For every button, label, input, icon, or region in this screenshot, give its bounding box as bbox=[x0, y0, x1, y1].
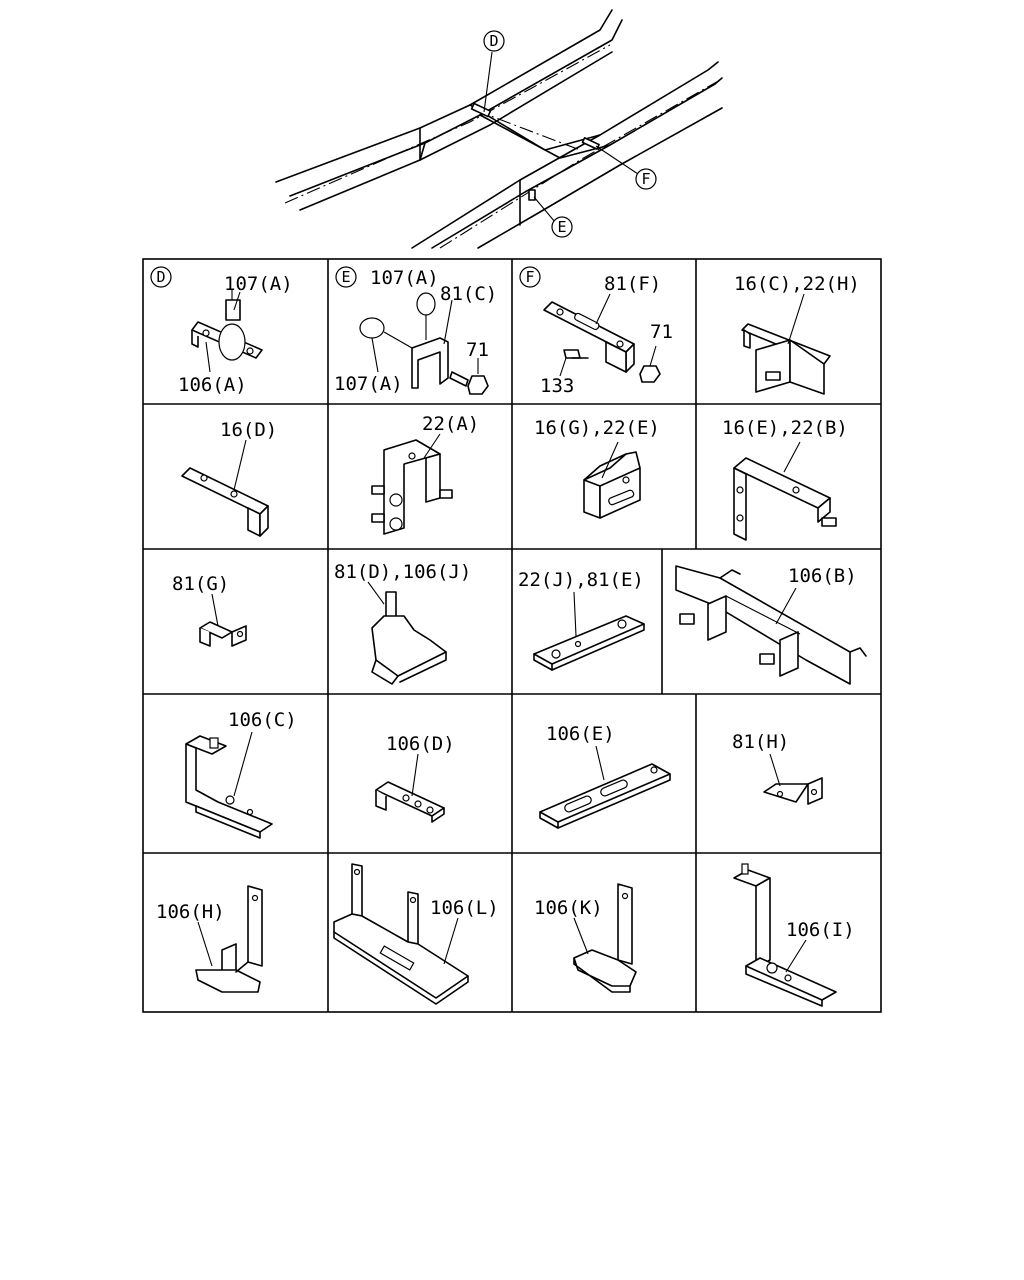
chassis-frame-overview bbox=[275, 9, 723, 249]
cell-e: E 107(A) 81(C) 71 107(A) bbox=[334, 266, 497, 395]
overview-callout-e: E bbox=[551, 216, 573, 238]
cell-106i: 106(I) bbox=[733, 863, 855, 1007]
plate-106e bbox=[539, 763, 671, 829]
cell-106h: 106(H) bbox=[156, 885, 263, 993]
cell-22j-81e: 22(J),81(E) bbox=[518, 569, 645, 671]
cell-22a: 22(A) bbox=[371, 413, 479, 535]
cell-f-callout: F bbox=[525, 268, 534, 286]
cell-106b: 106(B) bbox=[675, 565, 867, 685]
cell-d-callout: D bbox=[156, 268, 165, 286]
callout-f-label: F bbox=[641, 170, 650, 188]
overview-callout-f: F bbox=[635, 168, 657, 190]
label-107a-top: 107(A) bbox=[370, 267, 439, 289]
label-22a: 22(A) bbox=[422, 413, 479, 435]
bracket-106h bbox=[195, 885, 263, 993]
bracket-81f bbox=[543, 301, 661, 383]
label-106k: 106(K) bbox=[534, 897, 603, 919]
cell-81d-106j: 81(D),106(J) bbox=[334, 561, 471, 685]
label-106l: 106(L) bbox=[430, 897, 499, 919]
cell-d: D 107(A) 106(A) bbox=[150, 266, 293, 396]
label-16d: 16(D) bbox=[220, 419, 277, 441]
cell-16d: 16(D) bbox=[181, 419, 277, 537]
bracket-106c bbox=[185, 735, 273, 839]
label-133: 133 bbox=[540, 375, 574, 397]
bracket-81g bbox=[199, 621, 247, 647]
plate-22j-81e bbox=[533, 615, 645, 671]
callout-e-label: E bbox=[557, 218, 566, 236]
bracket-81h bbox=[763, 777, 823, 805]
label-71-f: 71 bbox=[650, 321, 673, 343]
cell-106e: 106(E) bbox=[539, 723, 671, 829]
label-106c: 106(C) bbox=[228, 709, 297, 731]
cell-f: F 81(F) 71 133 bbox=[519, 266, 673, 397]
label-81d-106j: 81(D),106(J) bbox=[334, 561, 471, 583]
cell-16g-22e: 16(G),22(E) bbox=[534, 417, 660, 519]
bracket-106d bbox=[375, 781, 445, 823]
label-107a: 107(A) bbox=[224, 273, 293, 295]
label-107a-bottom: 107(A) bbox=[334, 373, 403, 395]
bracket-16c-22h bbox=[741, 323, 831, 395]
cell-81g: 81(G) bbox=[172, 573, 247, 647]
cell-106l: 106(L) bbox=[333, 863, 499, 1005]
label-106d: 106(D) bbox=[386, 733, 455, 755]
cell-81h: 81(H) bbox=[732, 731, 823, 805]
bracket-16g-22e bbox=[583, 451, 641, 519]
callout-d-label: D bbox=[489, 32, 498, 50]
cell-16c-22h: 16(C),22(H) bbox=[734, 273, 860, 395]
label-106i: 106(I) bbox=[786, 919, 855, 941]
bracket-16d bbox=[181, 467, 269, 537]
label-81g: 81(G) bbox=[172, 573, 229, 595]
bracket-106b bbox=[675, 565, 867, 685]
overview-callout-d: D bbox=[483, 30, 505, 52]
label-106h: 106(H) bbox=[156, 901, 225, 923]
label-16c-22h: 16(C),22(H) bbox=[734, 273, 860, 295]
cell-106d: 106(D) bbox=[375, 733, 455, 823]
label-71: 71 bbox=[466, 339, 489, 361]
bracket-81d-106j bbox=[371, 591, 447, 685]
bracket-16e-22b bbox=[733, 457, 837, 541]
label-106e: 106(E) bbox=[546, 723, 615, 745]
label-81f: 81(F) bbox=[604, 273, 661, 295]
label-16g-22e: 16(G),22(E) bbox=[534, 417, 660, 439]
bracket-106i bbox=[733, 863, 837, 1007]
bracket-22a bbox=[371, 439, 453, 535]
parts-grid bbox=[142, 258, 882, 1013]
label-22j-81e: 22(J),81(E) bbox=[518, 569, 644, 591]
label-16e-22b: 16(E),22(B) bbox=[722, 417, 848, 439]
cell-106c: 106(C) bbox=[185, 709, 297, 839]
label-106a: 106(A) bbox=[178, 374, 247, 396]
label-81h: 81(H) bbox=[732, 731, 789, 753]
cell-e-callout: E bbox=[341, 268, 350, 286]
clamp-bracket-106a-107a bbox=[191, 290, 263, 361]
label-81c: 81(C) bbox=[440, 283, 497, 305]
clamp-bracket-81c bbox=[359, 292, 489, 395]
cell-16e-22b: 16(E),22(B) bbox=[722, 417, 848, 541]
bracket-106k bbox=[573, 883, 637, 993]
cell-106k: 106(K) bbox=[534, 883, 637, 993]
bracket-106l bbox=[333, 863, 469, 1005]
label-106b: 106(B) bbox=[788, 565, 857, 587]
